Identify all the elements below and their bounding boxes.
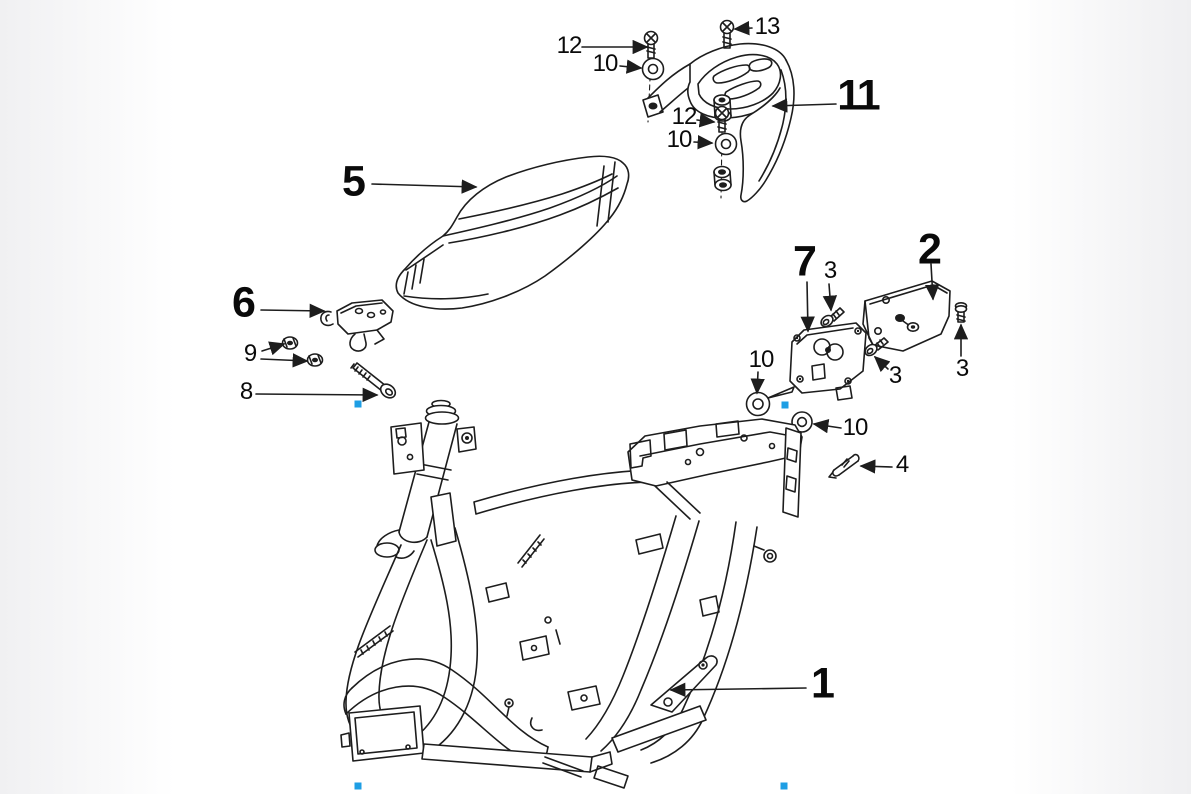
- leader-arrow-12: [696, 113, 716, 128]
- part-callout-10: 10: [748, 346, 775, 373]
- part-callout-10: 10: [842, 414, 869, 441]
- part-callout-13: 13: [754, 13, 781, 40]
- leader-arrow-8: [255, 387, 379, 403]
- screw-13-drawing: [719, 19, 735, 49]
- leader-arrow-6: [260, 303, 326, 318]
- leader-arrow-9: [261, 341, 286, 356]
- leader-arrow-10: [812, 418, 842, 434]
- part-callout-5: 5: [342, 157, 366, 206]
- frame-drawing: [340, 399, 803, 789]
- seat-bracket-drawing: [320, 299, 394, 352]
- washer-10c-drawing: [745, 391, 771, 417]
- blue-registration-mark: [354, 400, 362, 408]
- seat-lock-drawing: [767, 322, 867, 401]
- part-callout-2: 2: [918, 225, 942, 274]
- leader-arrow-3: [822, 283, 838, 312]
- leader-arrow-11: [771, 98, 837, 113]
- rear-rack-drawing: [642, 42, 795, 203]
- lock-bracket-drawing: [862, 280, 951, 352]
- part-callout-8: 8: [239, 378, 253, 405]
- part-callout-3: 3: [955, 355, 969, 382]
- blue-registration-mark: [780, 782, 788, 790]
- leader-arrow-4: [859, 459, 893, 474]
- screw-3c-drawing: [954, 301, 968, 323]
- leader-arrow-2: [924, 263, 940, 301]
- leader-arrow-1: [669, 682, 807, 697]
- part-callout-10: 10: [592, 50, 619, 77]
- blue-registration-mark: [354, 782, 362, 790]
- screw-3a-drawing: [820, 307, 845, 328]
- seat-drawing: [395, 155, 630, 310]
- part-callout-3: 3: [823, 257, 837, 284]
- screw-3b-drawing: [864, 337, 889, 357]
- leader-arrows: [255, 20, 969, 697]
- leader-arrow-13: [733, 20, 753, 36]
- washer-10a-drawing: [641, 57, 665, 81]
- hinge-bolt-drawing: [350, 362, 397, 399]
- leader-arrow-10: [750, 371, 765, 395]
- blue-registration-mark: [781, 401, 789, 409]
- screw-12b-drawing: [714, 105, 730, 133]
- part-callout-6: 6: [232, 278, 256, 327]
- nuts-drawing: [281, 336, 324, 367]
- part-callout-10: 10: [666, 126, 693, 153]
- part-callout-11: 11: [837, 71, 880, 120]
- part-callout-12: 12: [671, 103, 698, 130]
- part-callout-1: 1: [811, 659, 835, 708]
- part-callout-4: 4: [895, 451, 909, 478]
- leader-arrow-7: [800, 281, 815, 333]
- pin-4-drawing: [828, 453, 860, 479]
- leader-arrow-9: [260, 353, 309, 368]
- part-callout-12: 12: [556, 32, 583, 59]
- part-callout-9: 9: [243, 340, 257, 367]
- part-callout-3: 3: [888, 362, 902, 389]
- screw-12a-drawing: [643, 30, 659, 59]
- leader-arrow-3: [873, 355, 891, 373]
- leader-arrow-5: [371, 179, 478, 194]
- washer-10b-drawing: [714, 132, 738, 156]
- part-callout-7: 7: [793, 237, 817, 286]
- leader-arrow-10: [619, 59, 643, 74]
- leader-arrow-10: [693, 135, 714, 150]
